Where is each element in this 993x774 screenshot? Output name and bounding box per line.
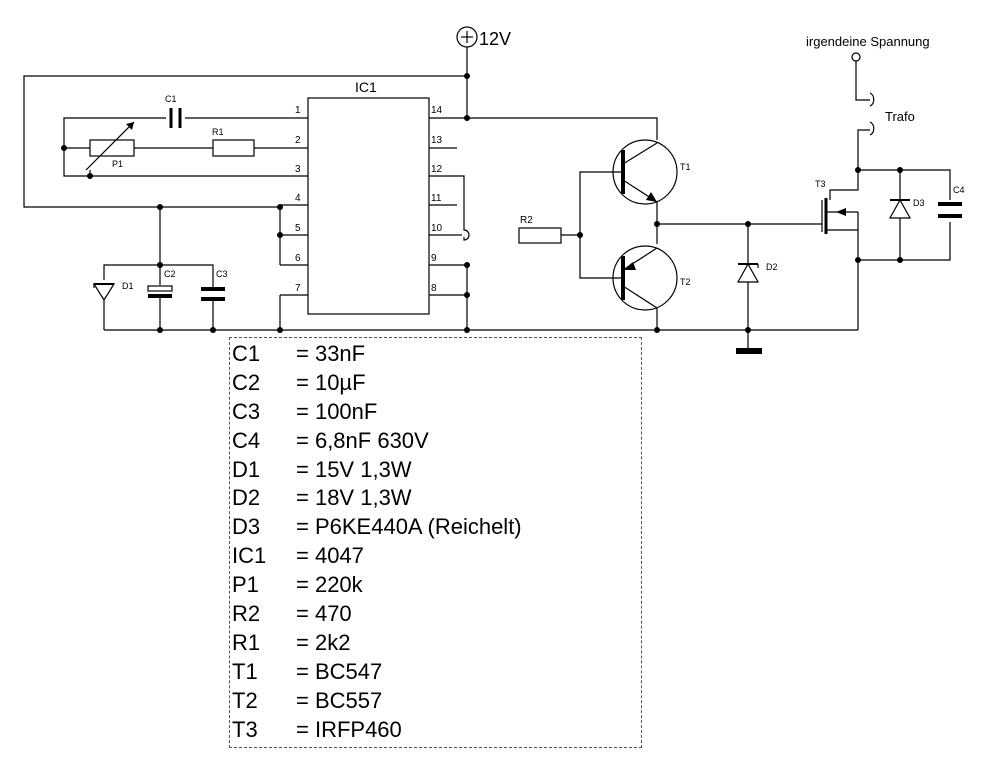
- part-ref: D1: [232, 456, 261, 482]
- t1-label: T1: [680, 162, 691, 172]
- d2-zener: D2: [736, 224, 778, 354]
- part-ref: C2: [232, 369, 261, 395]
- part-value: = 4047: [296, 543, 364, 569]
- part-value: = BC557: [296, 687, 383, 713]
- parts-list: C1 = 33nF C2 = 10µF C3 = 100nF C4 = 6,8nF 63…: [229, 337, 642, 748]
- part-ref: T2: [232, 687, 258, 713]
- ic-pin-11: 11: [431, 193, 442, 204]
- c1-label: C1: [165, 94, 177, 104]
- part-ref: R2: [232, 601, 261, 627]
- wire-pin12-hop: [457, 175, 470, 241]
- ic-pin-1: 1: [295, 105, 301, 116]
- c2-capacitor: [147, 285, 173, 292]
- parts-row: T3 = IRFP460: [230, 716, 641, 745]
- part-ref: T1: [232, 658, 258, 684]
- part-value: = 100nF: [296, 398, 378, 424]
- wire-snubber-top: [858, 169, 951, 200]
- d1-label: D1: [122, 281, 134, 291]
- ic-pin-6: 6: [295, 253, 301, 264]
- t2-label: T2: [680, 277, 691, 287]
- t3-mosfet: T3: [815, 170, 859, 330]
- wire-supply-t1: [467, 117, 658, 140]
- parts-row: C2 = 10µF: [230, 369, 641, 398]
- parts-row: D2 = 18V 1,3W: [230, 484, 641, 513]
- wire-supply-pin4: [23, 75, 467, 208]
- trafo-label: Trafo: [885, 109, 915, 124]
- ic-pin-2: 2: [295, 135, 301, 146]
- t2-transistor: T2: [579, 235, 691, 311]
- trafo-coil-top: [869, 92, 875, 107]
- part-value: = P6KE440A (Reichelt): [296, 514, 522, 540]
- parts-row: R2 = 470: [230, 600, 641, 629]
- ic-pin-5: 5: [295, 223, 301, 234]
- c4-label: C4: [953, 185, 965, 195]
- part-value: = 10µF: [296, 369, 366, 395]
- ic-pin-7: 7: [295, 283, 301, 294]
- part-value: = BC547: [296, 658, 383, 684]
- part-value: = 2k2: [296, 629, 351, 655]
- part-ref: D3: [232, 514, 261, 540]
- part-ref: C3: [232, 398, 261, 424]
- supply-terminal: 12V: [456, 26, 511, 49]
- r1-resistor: [212, 139, 255, 157]
- ic-pin-8: 8: [431, 283, 437, 294]
- timing-network: C1 P1 R1: [61, 94, 280, 179]
- ic-pin-9: 9: [431, 253, 437, 264]
- parts-row: C4 = 6,8nF 630V: [230, 427, 641, 456]
- p1-potentiometer: [89, 139, 135, 157]
- parts-row: IC1 = 4047: [230, 542, 641, 571]
- d3-tvs: D3: [888, 170, 925, 260]
- r2-label: R2: [520, 215, 533, 226]
- c2-label: C2: [164, 269, 176, 279]
- ic-pin-4: 4: [295, 193, 301, 204]
- t3-label: T3: [815, 179, 826, 189]
- part-value: = IRFP460: [296, 716, 402, 742]
- part-ref: C4: [232, 427, 261, 453]
- parts-row: T2 = BC557: [230, 687, 641, 716]
- c3-label: C3: [216, 269, 228, 279]
- part-value: = 6,8nF 630V: [296, 427, 429, 453]
- part-value: = 220k: [296, 572, 363, 598]
- parts-row: C3 = 100nF: [230, 398, 641, 427]
- parts-row: R1 = 2k2: [230, 629, 641, 658]
- ic-pin-12: 12: [431, 164, 443, 175]
- part-value: = 33nF: [296, 341, 366, 366]
- ic1-block: IC1 1 2 3 4 5 6 7 14 13 12 11 10 9: [280, 79, 467, 315]
- part-value: = 470: [296, 601, 352, 627]
- source-label: irgendeine Spannung: [806, 34, 930, 49]
- parts-row: D3 = P6KE440A (Reichelt): [230, 513, 641, 542]
- parts-row: C1 = 33nF: [230, 340, 641, 369]
- filter-network: D1 C2 C3: [92, 204, 283, 333]
- part-ref: P1: [232, 572, 259, 598]
- parts-row: T1 = BC547: [230, 658, 641, 687]
- part-ref: D2: [232, 485, 261, 511]
- r2-resistor: [518, 227, 562, 244]
- p1-label: P1: [112, 159, 123, 169]
- part-value: = 18V 1,3W: [296, 485, 412, 511]
- ic-pin-14: 14: [431, 105, 443, 116]
- d2-label: D2: [766, 262, 778, 272]
- d3-label: D3: [913, 198, 925, 208]
- source-terminal: [851, 52, 861, 62]
- part-ref: IC1: [232, 543, 267, 569]
- ic1-label: IC1: [355, 79, 377, 95]
- wire-snubber-bottom: [858, 222, 951, 261]
- ic-pin-13: 13: [431, 135, 443, 146]
- part-ref: R1: [232, 629, 261, 655]
- wire-source-trafo: [855, 61, 870, 101]
- ic-pin-3: 3: [295, 164, 301, 175]
- part-value: = 15V 1,3W: [296, 456, 412, 482]
- part-ref: T3: [232, 716, 258, 742]
- parts-row: D1 = 15V 1,3W: [230, 456, 641, 485]
- part-ref: C1: [232, 341, 261, 366]
- t1-transistor: T1: [579, 139, 691, 235]
- supply-label: 12V: [479, 29, 511, 49]
- trafo-coil-bottom: [869, 121, 875, 136]
- c4-capacitor: C4: [938, 185, 965, 218]
- ic-pin-10: 10: [431, 223, 443, 234]
- parts-row: P1 = 220k: [230, 571, 641, 600]
- r1-label: R1: [212, 127, 224, 137]
